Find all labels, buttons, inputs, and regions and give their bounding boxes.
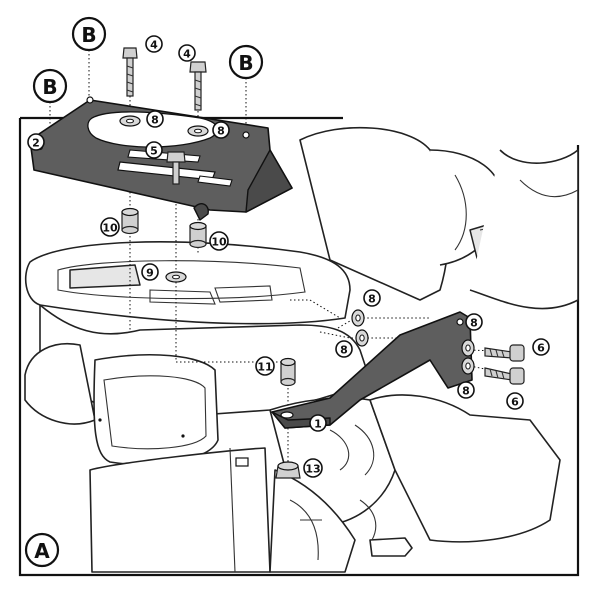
callout-10-left: 10 (100, 217, 120, 237)
callout-8-right: 8 (212, 121, 230, 139)
label-8-right: 8 (217, 125, 225, 138)
callout-10-right: 10 (209, 231, 229, 251)
callout-4-right: 4 (178, 44, 196, 62)
callout-1: 1 (309, 414, 327, 432)
label-8-left: 8 (151, 114, 159, 127)
label-8-outer-bottom: 8 (462, 385, 470, 398)
label-13: 13 (305, 463, 320, 476)
callout-11: 11 (255, 356, 275, 376)
callout-b-top-mid: B (71, 16, 107, 52)
callout-8-left: 8 (146, 110, 164, 128)
label-10-right: 10 (211, 236, 227, 249)
label-b-top-mid: B (81, 23, 96, 47)
callout-9: 9 (141, 263, 159, 281)
callout-4-left: 4 (145, 35, 163, 53)
callout-8-outer-top: 8 (465, 313, 483, 331)
label-4-right: 4 (183, 48, 191, 61)
callout-8-arm-top: 8 (363, 289, 381, 307)
bolt-4-right (189, 61, 207, 111)
label-6-bottom: 6 (511, 396, 519, 409)
callout-view-a: A (24, 532, 60, 568)
label-5: 5 (150, 145, 158, 158)
bolt-6-top (484, 344, 525, 362)
label-b-top-right: B (238, 51, 253, 75)
label-10-left: 10 (102, 222, 118, 235)
callout-5: 5 (145, 141, 163, 159)
scooter-body (24, 126, 579, 573)
callout-8-arm-bottom: 8 (335, 340, 353, 358)
callout-6-bottom: 6 (506, 392, 524, 410)
label-2: 2 (32, 137, 40, 150)
label-1: 1 (314, 418, 322, 431)
callout-b-top-left: B (32, 68, 68, 104)
spacer-10-left (121, 207, 139, 235)
bolt-5 (166, 151, 186, 185)
label-9: 9 (146, 267, 154, 280)
callout-8-outer-bottom: 8 (457, 381, 475, 399)
bolt-4-left (122, 47, 138, 97)
callout-2: 2 (27, 133, 45, 151)
leader-lines (49, 50, 521, 470)
bolt-6-bottom (484, 367, 525, 385)
label-b-top-left: B (42, 75, 57, 99)
label-4-left: 4 (150, 39, 158, 52)
spacer-10-right (189, 221, 207, 249)
label-6-top: 6 (537, 342, 545, 355)
callout-b-top-right: B (228, 44, 264, 80)
label-8-outer-top: 8 (470, 317, 478, 330)
label-11: 11 (257, 361, 272, 374)
label-8-arm-bottom: 8 (340, 344, 348, 357)
label-view-a: A (34, 539, 50, 563)
label-8-arm-top: 8 (368, 293, 376, 306)
callout-13: 13 (303, 458, 323, 478)
nut-13 (275, 461, 301, 479)
spacer-11 (280, 357, 296, 387)
callout-6-top: 6 (532, 338, 550, 356)
